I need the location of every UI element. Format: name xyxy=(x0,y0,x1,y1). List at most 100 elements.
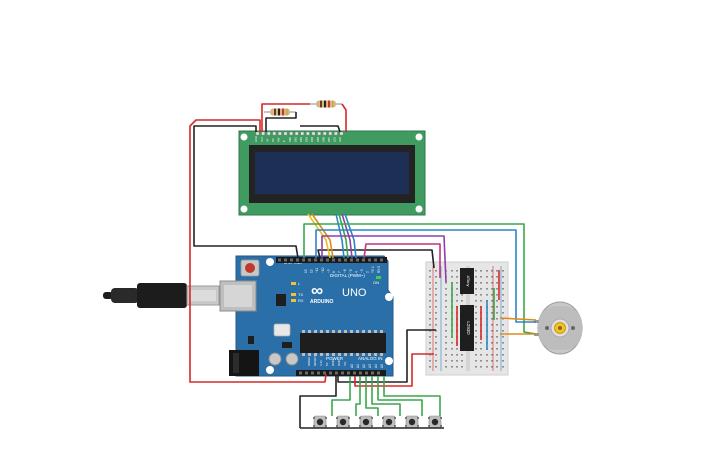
wire-black-gnd2[interactable] xyxy=(337,329,436,383)
wire-green-lcd[interactable] xyxy=(338,213,349,259)
led-on xyxy=(376,276,381,279)
header-pin[interactable] xyxy=(311,371,314,375)
header-pin[interactable] xyxy=(347,371,350,375)
lcd-pin[interactable] xyxy=(267,131,271,136)
header-pin[interactable] xyxy=(302,258,305,262)
lcd-pin[interactable] xyxy=(283,131,288,136)
resistor-1[interactable] xyxy=(264,108,296,116)
header-pin[interactable] xyxy=(335,371,338,375)
breadboard-hole xyxy=(429,366,431,368)
lcd-pin[interactable] xyxy=(311,131,316,136)
pushbutton-cap xyxy=(339,418,347,426)
breadboard[interactable]: ATtiny L293D xyxy=(425,261,509,376)
wire-purple-bb[interactable] xyxy=(321,235,447,283)
lcd-pin[interactable] xyxy=(295,131,299,136)
usb-cable[interactable] xyxy=(103,283,220,308)
pushbutton-5[interactable] xyxy=(405,415,419,429)
header-pin[interactable] xyxy=(320,258,323,262)
wire-black-bb[interactable] xyxy=(317,249,435,269)
arduino-uno-board[interactable]: L TX RX ON ∞ ARDUINO UNO DIGITAL (PWM~) … xyxy=(219,255,394,377)
lcd-pin[interactable] xyxy=(317,131,321,136)
led-tx xyxy=(291,293,296,296)
header-pin[interactable] xyxy=(356,258,359,262)
header-pin[interactable] xyxy=(362,258,365,262)
wire-purple-lcd[interactable] xyxy=(341,213,353,259)
header-pin[interactable] xyxy=(377,371,380,375)
header-pin[interactable] xyxy=(341,371,344,375)
dc-motor[interactable] xyxy=(534,301,583,355)
wire-green-btn5[interactable] xyxy=(377,376,423,416)
wire-green-motor[interactable] xyxy=(303,223,537,335)
header-pin[interactable] xyxy=(332,258,335,262)
lcd-pin[interactable] xyxy=(339,131,344,136)
wire-red-5v[interactable] xyxy=(189,119,327,383)
wire-green-btn3[interactable] xyxy=(365,376,379,416)
wire-red-resistor[interactable] xyxy=(261,103,310,132)
pushbutton-4[interactable] xyxy=(382,415,396,429)
header-pin[interactable] xyxy=(314,258,317,262)
regulator xyxy=(248,336,254,344)
header-pin[interactable] xyxy=(368,258,371,262)
header-pin[interactable] xyxy=(371,371,374,375)
header-pin[interactable] xyxy=(344,258,347,262)
header-pin[interactable] xyxy=(290,258,293,262)
wire-green-btn6[interactable] xyxy=(383,376,441,416)
wire-green-btn1[interactable] xyxy=(331,376,351,416)
header-pin[interactable] xyxy=(350,258,353,262)
wire-red-bb[interactable] xyxy=(354,353,434,387)
header-pin[interactable] xyxy=(305,371,308,375)
lcd-pin[interactable] xyxy=(323,131,327,136)
wire-black-buttons[interactable] xyxy=(299,376,337,428)
header-pin[interactable] xyxy=(284,258,287,262)
lcd-pin-label: DB2 xyxy=(299,136,303,142)
lcd-pin[interactable] xyxy=(289,131,293,136)
wire-blue-lcd[interactable] xyxy=(335,213,345,259)
lcd-pin[interactable] xyxy=(306,131,310,136)
wire-blue2-lcd[interactable] xyxy=(344,213,357,259)
digital-pin-label: 7 xyxy=(338,271,342,273)
header-pin[interactable] xyxy=(296,258,299,262)
chip-pin xyxy=(344,330,347,333)
wire-magenta-bb[interactable] xyxy=(363,243,441,278)
chip-pin xyxy=(302,353,305,356)
lcd-pin[interactable] xyxy=(334,131,338,136)
wire-blue-motor[interactable] xyxy=(315,229,536,323)
pushbutton-1[interactable] xyxy=(313,415,327,429)
resistor-2[interactable] xyxy=(310,100,342,108)
lcd-pin[interactable] xyxy=(328,131,332,136)
wire-black-lcd[interactable] xyxy=(300,125,341,133)
header-pin[interactable] xyxy=(299,371,302,375)
lcd-pin[interactable] xyxy=(278,131,282,136)
wire-orange-lcd[interactable] xyxy=(311,213,334,259)
wire-black-resistor[interactable] xyxy=(265,112,297,132)
wire-red-led[interactable] xyxy=(341,103,347,132)
wire-black-gnd[interactable] xyxy=(193,125,299,259)
wire-green-btn4[interactable] xyxy=(371,376,401,416)
lcd-pin[interactable] xyxy=(261,131,265,136)
pushbutton-2[interactable] xyxy=(336,415,350,429)
breadboard-hole xyxy=(496,282,498,284)
header-pin[interactable] xyxy=(329,371,332,375)
header-pin[interactable] xyxy=(374,258,377,262)
header-pin[interactable] xyxy=(380,258,383,262)
lcd-pin-label: DB3 xyxy=(305,136,309,142)
header-pin[interactable] xyxy=(353,371,356,375)
pushbutton-6[interactable] xyxy=(428,415,442,429)
header-pin[interactable] xyxy=(317,371,320,375)
wire-green-btn2[interactable] xyxy=(355,376,361,416)
lcd-pin[interactable] xyxy=(272,131,276,136)
header-pin[interactable] xyxy=(365,371,368,375)
header-pin[interactable] xyxy=(278,258,281,262)
header-pin[interactable] xyxy=(308,258,311,262)
pushbutton-3[interactable] xyxy=(359,415,373,429)
lcd-pin[interactable] xyxy=(300,131,304,136)
lcd-pin[interactable] xyxy=(255,131,260,136)
wire-orange-motor[interactable] xyxy=(499,317,537,321)
wire-yellow-lcd[interactable] xyxy=(307,213,331,259)
header-pin[interactable] xyxy=(338,258,341,262)
header-pin[interactable] xyxy=(359,371,362,375)
header-pin[interactable] xyxy=(326,258,329,262)
header-pin[interactable] xyxy=(323,371,326,375)
